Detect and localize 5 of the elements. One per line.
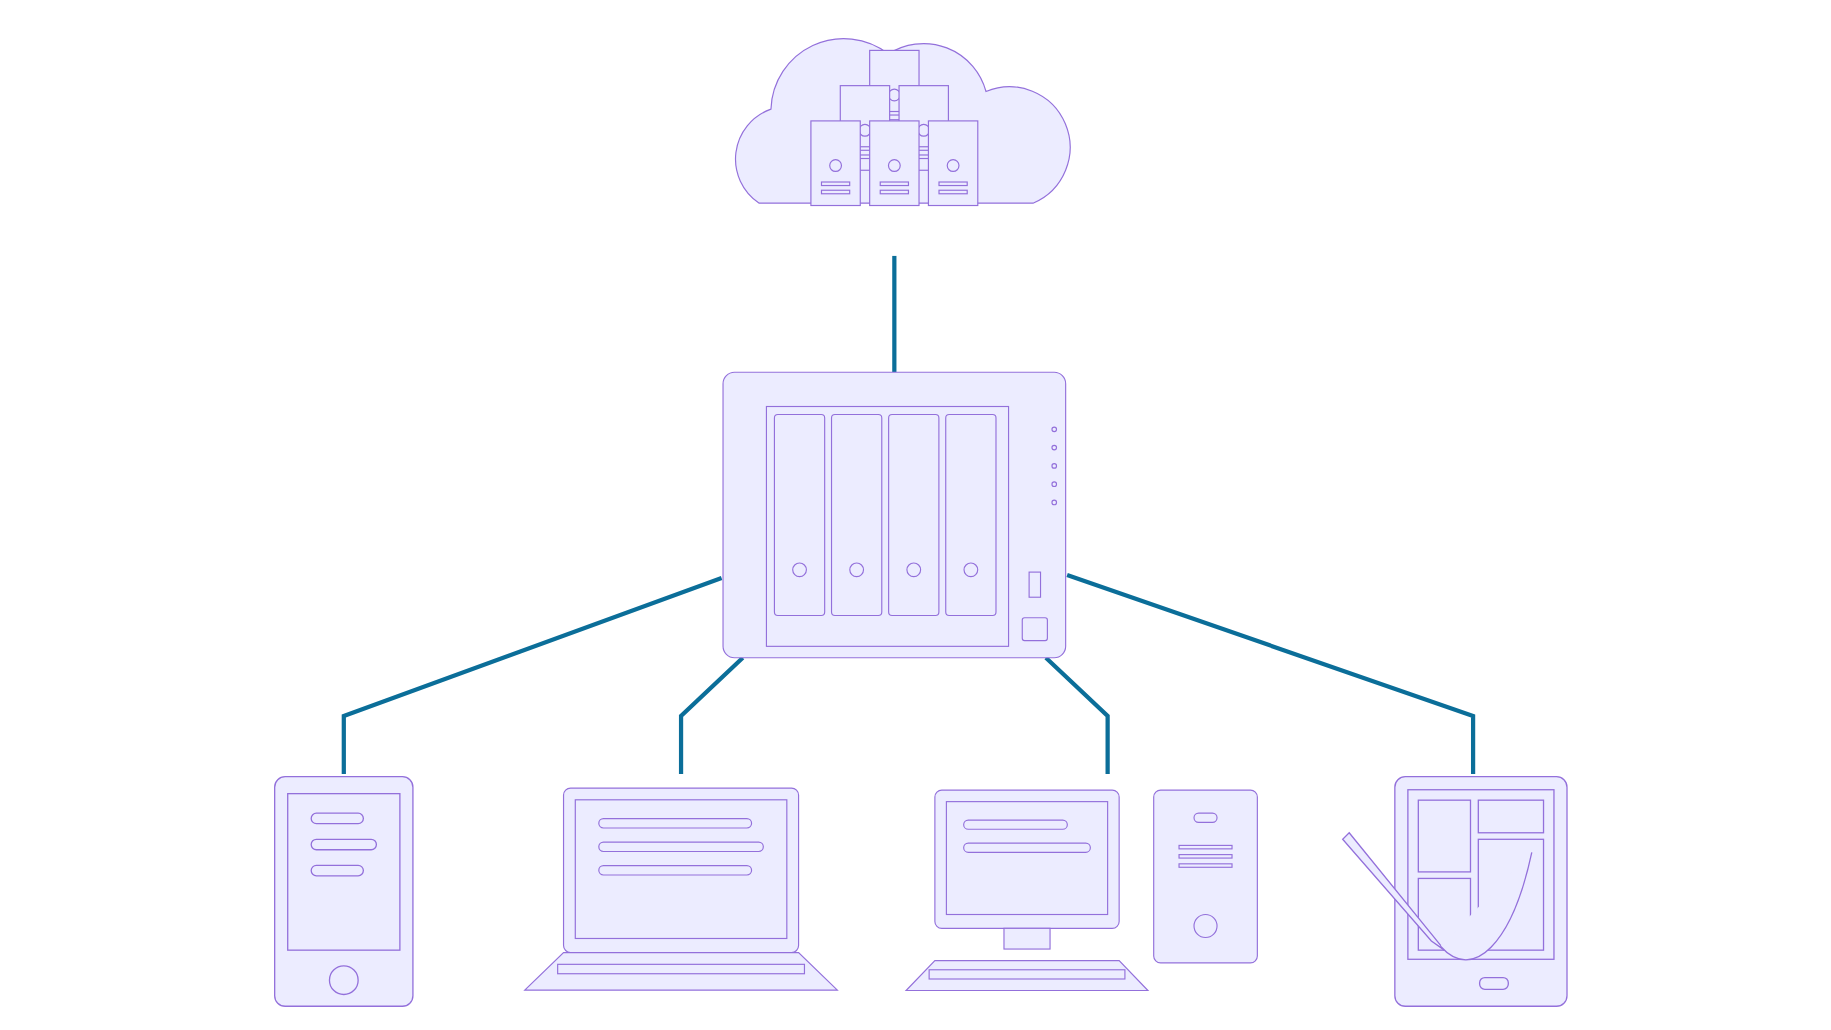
connector-line [892, 255, 897, 373]
connector-line [341, 576, 723, 775]
connector-line [1044, 656, 1110, 775]
connector-line [678, 656, 745, 775]
connector-line [1066, 572, 1476, 775]
